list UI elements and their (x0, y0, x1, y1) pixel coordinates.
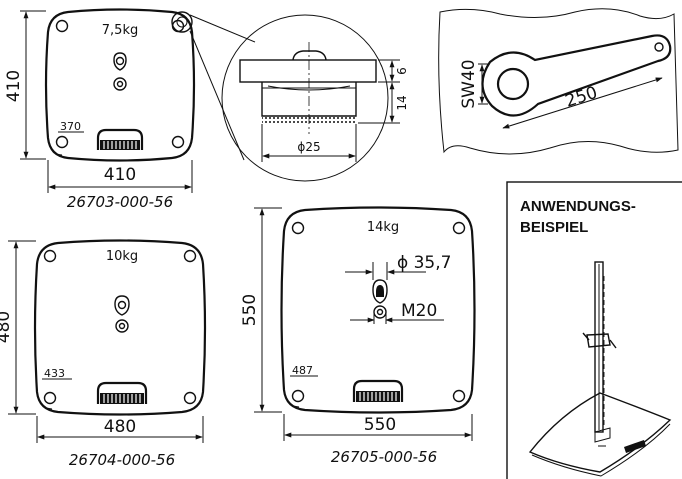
example-title-2: BEISPIEL (520, 219, 588, 236)
mass-label: 7,5kg (102, 23, 138, 38)
example-title-1: ANWENDUNGS- (520, 198, 636, 215)
width-dim: 480 (104, 417, 136, 437)
corner-hole (183, 249, 197, 263)
mass-label: 14kg (367, 220, 399, 235)
plate-26704: 10kg 433 480 480 26704-000-5 (0, 239, 207, 469)
break-frame (438, 8, 679, 155)
center-bore (372, 279, 388, 319)
width-dim: 550 (364, 415, 396, 435)
corner-hole (43, 391, 57, 405)
application-example: ANWENDUNGS- BEISPIEL (506, 181, 682, 479)
mass-label: 10kg (106, 249, 138, 264)
handle-grip (352, 379, 404, 402)
example-frame (506, 181, 682, 479)
detail-circle (221, 14, 389, 182)
corner-hole (43, 249, 57, 263)
corner-hole (452, 389, 466, 403)
plate-outline (280, 206, 476, 414)
handle-grip (96, 381, 148, 404)
wrench-length: 250 (563, 83, 600, 112)
part-number: 26705-000-56 (331, 448, 437, 466)
wrench-ring (496, 67, 530, 101)
top-plate (239, 59, 377, 83)
dim-body: 14 (395, 95, 409, 110)
inset-dim: 487 (292, 364, 313, 377)
bore-dim: ϕ 35,7 (397, 253, 451, 273)
thread-dim: M20 (401, 301, 437, 321)
wrench-size: SW40 (459, 59, 479, 108)
detail-marker (171, 11, 193, 33)
wrench-body (481, 34, 672, 117)
corner-hole (55, 135, 69, 149)
dim-top: 6 (395, 67, 409, 75)
part-number: 26704-000-56 (69, 451, 175, 469)
center-bore (113, 52, 127, 91)
base-handle (624, 440, 646, 453)
plate-26703: 7,5kg 370 410 410 26703-000- (4, 8, 196, 211)
height-dim: 480 (0, 311, 14, 343)
corner-hole (183, 391, 197, 405)
plate-26705: 14kg ϕ 35,7 M20 487 (240, 206, 476, 466)
dim-diameter: ϕ25 (297, 140, 320, 154)
detail-section: 6 14 ϕ25 (171, 11, 409, 182)
width-dim: 410 (104, 165, 136, 185)
center-bore (114, 295, 130, 333)
corner-hole (291, 221, 305, 235)
part-number: 26703-000-56 (67, 193, 173, 211)
corner-hole (291, 389, 305, 403)
inset-dim: 370 (60, 120, 81, 133)
height-dim: 550 (240, 294, 260, 326)
corner-hole (452, 221, 466, 235)
plate-outline (33, 239, 207, 416)
handle-grip (96, 128, 144, 150)
corner-hole (55, 19, 69, 33)
wrench-view: SW40 250 (438, 8, 679, 155)
height-dim: 410 (4, 70, 24, 102)
inset-dim: 433 (44, 367, 65, 380)
base-plate (528, 392, 672, 473)
corner-hole (171, 19, 185, 33)
corner-hole (171, 135, 185, 149)
clamp (586, 333, 611, 348)
wrench-hole (654, 42, 664, 52)
